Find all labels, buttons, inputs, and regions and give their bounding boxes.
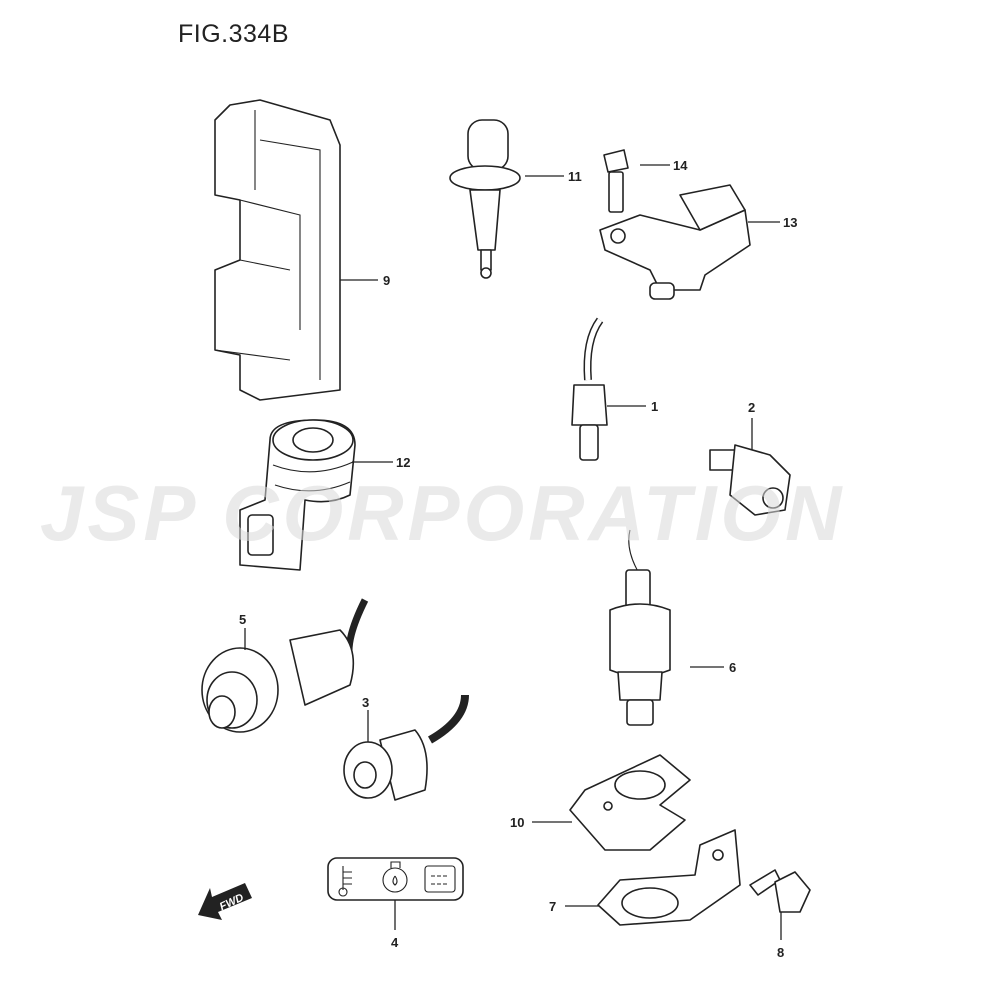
callout-7: 7 <box>549 899 556 914</box>
callout-14: 14 <box>673 158 688 173</box>
watermark: JSP CORPORATION <box>40 469 845 557</box>
engine-oil-icon <box>382 867 408 893</box>
part-7-bracket[interactable] <box>597 829 741 926</box>
part-13-sensor[interactable] <box>599 184 751 300</box>
part-11-sensor[interactable] <box>449 119 521 279</box>
callout-10: 10 <box>510 815 524 830</box>
callout-2: 2 <box>748 400 755 415</box>
fwd-arrow: FWD <box>198 883 252 920</box>
callout-11: 11 <box>568 169 582 184</box>
callout-5: 5 <box>239 612 246 627</box>
figure-title: FIG.334B <box>178 20 289 48</box>
callout-8: 8 <box>777 945 784 960</box>
callout-3: 3 <box>362 695 369 710</box>
part-9-bracket[interactable] <box>214 99 341 401</box>
part-5-switch[interactable] <box>201 598 369 733</box>
battery-icon <box>424 865 456 893</box>
part-1-sensor[interactable] <box>571 317 608 461</box>
part-2-sensor[interactable] <box>709 444 791 516</box>
part-3-sensor[interactable] <box>343 694 469 801</box>
callout-12: 12 <box>396 455 410 470</box>
part-4-label[interactable] <box>327 857 464 901</box>
part-8-bolt[interactable] <box>749 869 811 913</box>
callout-4: 4 <box>391 935 399 950</box>
leader-lines <box>244 164 782 940</box>
part-12-grommet[interactable] <box>239 419 356 571</box>
thermometer-icon <box>342 866 352 890</box>
callout-1: 1 <box>651 399 658 414</box>
part-14-bolt[interactable] <box>603 149 629 213</box>
part-6-switch[interactable] <box>609 529 671 726</box>
callout-6: 6 <box>729 660 736 675</box>
part-10-bracket[interactable] <box>569 754 691 851</box>
callout-13: 13 <box>783 215 797 230</box>
callout-9: 9 <box>383 273 390 288</box>
